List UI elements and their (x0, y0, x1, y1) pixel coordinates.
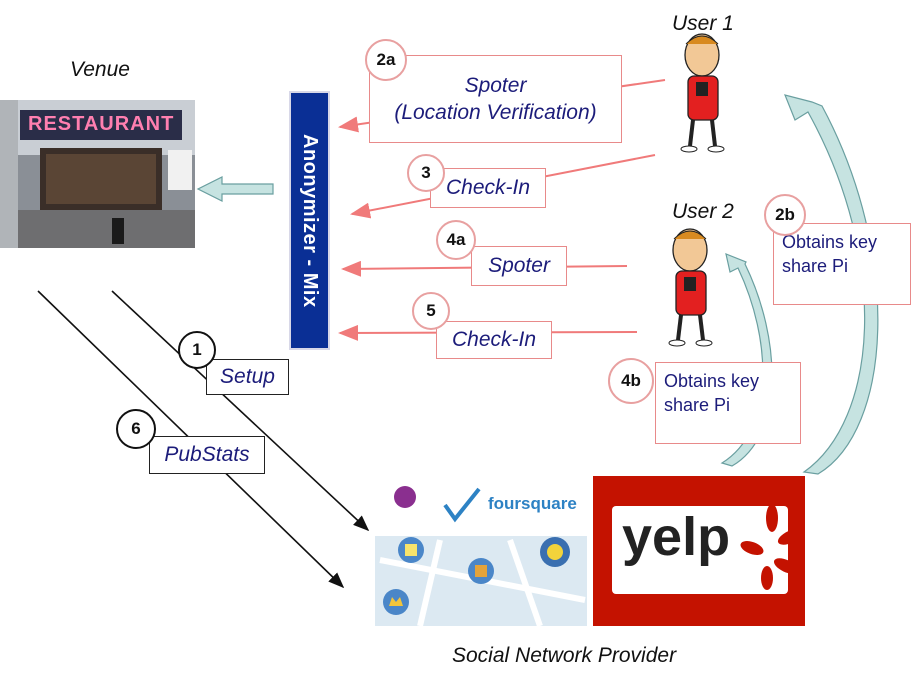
yelp-image (593, 476, 805, 626)
step-2a-title: Spoter (464, 73, 527, 97)
step-5-badge: 5 (412, 292, 450, 330)
step-2a-box: Spoter (Location Verification) (369, 55, 622, 143)
arrow-anonymizer-to-venue (196, 176, 274, 202)
foursquare-image (375, 476, 587, 627)
step-4a-box: Spoter (471, 246, 567, 286)
restaurant-sign: RESTAURANT (28, 113, 175, 135)
step-4b-badge: 4b (608, 358, 654, 404)
anonymizer-mix: Anonymizer - Mix (289, 91, 330, 350)
restaurant-photo (0, 100, 195, 248)
foursquare-logo-text: foursquare (488, 494, 577, 513)
step-6-badge: 6 (116, 409, 156, 449)
anonymizer-label: Anonymizer - Mix (299, 133, 321, 308)
user2-figure (668, 228, 713, 347)
social-network-label: Social Network Provider (452, 644, 677, 667)
step-2a-badge: 2a (365, 39, 407, 81)
step-2a-subtitle: (Location Verification) (394, 101, 597, 124)
yelp-logo-text: yelp (622, 507, 731, 567)
user1-label: User 1 (672, 12, 734, 35)
step-4a-badge: 4a (436, 220, 476, 260)
step-3-badge: 3 (407, 154, 445, 192)
user1-figure (680, 33, 725, 153)
step-6-box: PubStats (149, 436, 265, 474)
venue-label: Venue (70, 58, 130, 81)
step-2b-box: Obtains key share Pi (773, 223, 911, 305)
arrow-setup (111, 290, 370, 532)
step-1-box: Setup (206, 359, 289, 395)
step-3-box: Check-In (430, 168, 546, 208)
step-2b-badge: 2b (764, 194, 806, 236)
user2-label: User 2 (672, 200, 734, 223)
step-4b-box: Obtains key share Pi (655, 362, 801, 444)
step-1-badge: 1 (178, 331, 216, 369)
curved-arrow-user1 (784, 94, 879, 475)
step-5-box: Check-In (436, 321, 552, 359)
